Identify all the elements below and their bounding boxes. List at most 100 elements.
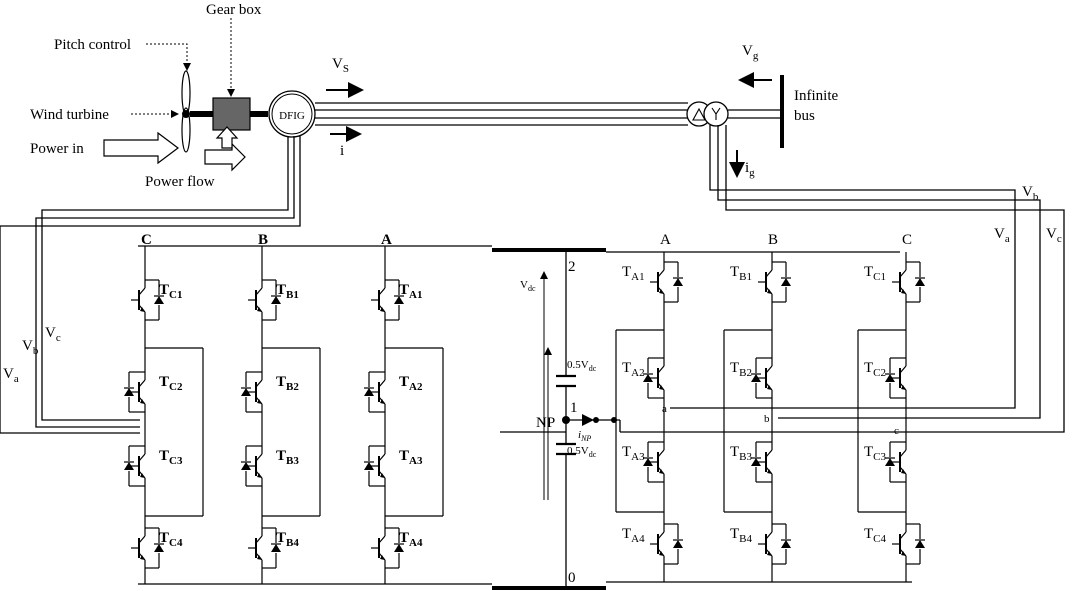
switch-label-C3: TC3 [159, 448, 183, 467]
left-vb-label: Vb [22, 338, 39, 357]
np-junction-1 [593, 417, 599, 423]
switch-label-C1: TC1 [159, 282, 182, 301]
igbt-B3 [751, 434, 773, 490]
vs-label: VS [332, 56, 349, 75]
switch-label-C2: TC2 [159, 374, 183, 393]
phase-label-B: B [768, 232, 778, 248]
lower-cap-label: 0.5Vdc [567, 445, 597, 459]
phase-label-A: A [660, 232, 671, 248]
switch-label-B1: TB1 [276, 282, 299, 301]
igbt-C2 [885, 350, 907, 406]
igbt-A3 [643, 434, 665, 490]
igbt-A4 [650, 516, 683, 572]
igbt-C4 [131, 520, 164, 576]
switch-label-B4: TB4 [276, 530, 299, 549]
power-flow-arrow-right [204, 142, 246, 172]
switch-label-B1: TB1 [730, 264, 752, 283]
node-b-label: b [764, 413, 770, 425]
igbt-A3 [364, 438, 386, 494]
switch-label-C3: TC3 [864, 444, 887, 463]
switch-label-C4: TC4 [159, 530, 183, 549]
upper-cap-label: 0.5Vdc [567, 359, 597, 373]
stator-lines [315, 102, 688, 126]
igbt-B2 [241, 364, 263, 420]
wind-turbine [181, 70, 191, 153]
igbt-C2 [124, 364, 146, 420]
switch-label-B4: TB4 [730, 526, 753, 545]
pitch-control-label: Pitch control [54, 37, 131, 53]
igbt-C3 [124, 438, 146, 494]
switch-label-A3: TA3 [399, 448, 423, 467]
ig-label: ig [745, 160, 755, 179]
delta-symbol [692, 107, 706, 121]
igbt-B4 [248, 520, 281, 576]
np-node [562, 416, 570, 424]
grid-side-lines [670, 125, 1065, 433]
switch-label-A4: TA4 [399, 530, 423, 549]
igbt-A1 [650, 254, 683, 310]
igbt-A1 [371, 272, 404, 328]
igbt-A2 [643, 350, 665, 406]
dfig-label: DFIG [279, 110, 305, 122]
inp-label: iNP [578, 429, 591, 443]
igbt-A2 [364, 364, 386, 420]
node-0-label: 0 [568, 570, 576, 586]
i-label: i [340, 143, 344, 159]
switch-label-A3: TA3 [622, 444, 645, 463]
infinite-label: Infinite [794, 88, 838, 104]
igbt-C1 [131, 272, 164, 328]
power-flow-arrow-up [215, 126, 239, 149]
bus-label: bus [794, 108, 815, 124]
right-vc-label: Vc [1046, 226, 1062, 245]
vdc-label: Vdc [520, 279, 536, 293]
wye-symbol [711, 107, 721, 120]
inp-arrow [582, 414, 594, 426]
phase-label-A: A [381, 232, 392, 248]
switch-label-C1: TC1 [864, 264, 886, 283]
switch-label-A2: TA2 [622, 360, 645, 379]
switch-label-B3: TB3 [730, 444, 753, 463]
phase-label-C: C [902, 232, 912, 248]
gear-box-block [212, 97, 251, 131]
dc-link [138, 245, 912, 590]
vg-label: Vg [742, 43, 759, 62]
power-in-arrow [103, 131, 179, 165]
switch-label-B3: TB3 [276, 448, 299, 467]
igbt-A4 [371, 520, 404, 576]
igbt-C3 [885, 434, 907, 490]
node-1-label: 1 [570, 400, 578, 416]
dfig-inner-circle [271, 93, 313, 135]
switch-label-B2: TB2 [276, 374, 299, 393]
power-flow-label: Power flow [145, 174, 215, 190]
np-label: NP [536, 415, 555, 431]
igbt-B4 [758, 516, 791, 572]
igbt-B2 [751, 350, 773, 406]
node-2-label: 2 [568, 259, 576, 275]
phase-label-C: C [141, 232, 152, 248]
left-va-label: Va [3, 366, 19, 385]
igbt-B1 [758, 254, 791, 310]
gear-box-label: Gear box [206, 2, 262, 18]
switch-label-B2: TB2 [730, 360, 752, 379]
right-va-label: Va [994, 226, 1010, 245]
pitch-control-leader [146, 43, 191, 71]
switch-label-C2: TC2 [864, 360, 886, 379]
right-vb-label: Vb [1022, 184, 1039, 203]
node-c-label: c [894, 425, 899, 437]
switch-label-A4: TA4 [622, 526, 645, 545]
phase-label-B: B [258, 232, 268, 248]
switch-label-C4: TC4 [864, 526, 887, 545]
power-in-label: Power in [30, 141, 84, 157]
left-vc-label: Vc [45, 325, 61, 344]
igbt-B1 [248, 272, 281, 328]
wind-turbine-label: Wind turbine [30, 107, 109, 123]
igbt-B3 [241, 438, 263, 494]
igbt-C4 [892, 516, 925, 572]
switch-label-A1: TA1 [622, 264, 645, 283]
switch-label-A2: TA2 [399, 374, 423, 393]
rotor-lines [0, 136, 301, 434]
igbt-C1 [892, 254, 925, 310]
